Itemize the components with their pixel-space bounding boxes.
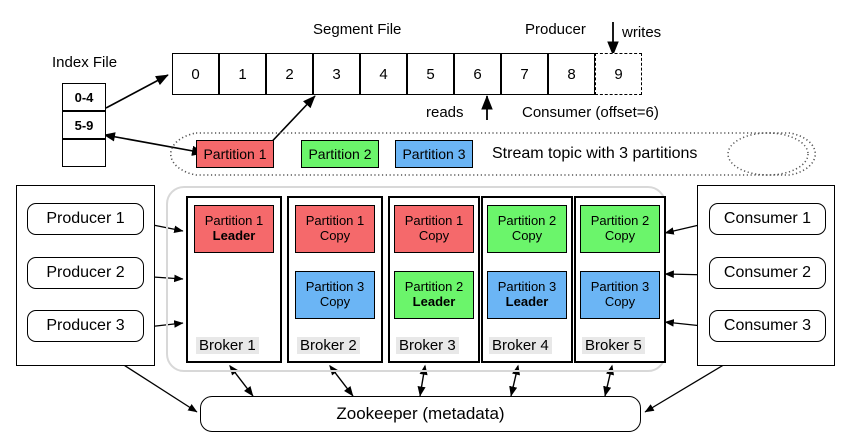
broker-4-name: Broker 4	[489, 337, 552, 354]
segment-cell-7[interactable]: 7	[501, 53, 548, 95]
arrow-index-to-segment	[105, 74, 169, 109]
topic-caption: Stream topic with 3 partitions	[492, 145, 698, 162]
arrow-partition1-to-index	[103, 132, 205, 156]
segment-cell-1[interactable]: 1	[219, 53, 266, 95]
broker-1-replica-1[interactable]: Partition 1 Leader	[194, 205, 274, 253]
broker-4-replica-2[interactable]: Partition 3 Leader	[487, 271, 567, 319]
replica-line2: Leader	[412, 294, 456, 309]
segment-cell-9-pending[interactable]: 9	[595, 53, 642, 95]
segment-cell-2[interactable]: 2	[266, 53, 313, 95]
replica-line2: Copy	[604, 294, 636, 309]
broker-2-replica-2[interactable]: Partition 3 Copy	[295, 271, 375, 319]
consumer-3[interactable]: Consumer 3	[709, 310, 826, 342]
topic-partition-3[interactable]: Partition 3	[395, 140, 473, 168]
replica-line2: Leader	[212, 228, 256, 243]
replica-line1: Partition 3	[305, 279, 365, 295]
replica-line2: Copy	[604, 228, 636, 243]
index-file-label: Index File	[52, 54, 118, 71]
broker-4-replica-1[interactable]: Partition 2 Copy	[487, 205, 567, 253]
segment-cell-0[interactable]: 0	[172, 53, 219, 95]
replica-line1: Partition 3	[497, 279, 557, 295]
consumer-2[interactable]: Consumer 2	[709, 257, 826, 289]
replica-line1: Partition 2	[590, 213, 650, 229]
producer-2[interactable]: Producer 2	[27, 257, 144, 289]
broker-3-name: Broker 3	[396, 337, 459, 354]
broker-3-replica-1[interactable]: Partition 1 Copy	[394, 205, 474, 253]
producer-1[interactable]: Producer 1	[27, 203, 144, 235]
index-entry-0[interactable]: 0-4	[62, 83, 106, 111]
reads-annotation: reads	[426, 104, 464, 121]
replica-line1: Partition 1	[204, 213, 264, 229]
producer-annotation: Producer	[525, 21, 586, 38]
segment-cell-5[interactable]: 5	[407, 53, 454, 95]
consumer-1[interactable]: Consumer 1	[709, 203, 826, 235]
broker-5-name: Broker 5	[582, 337, 645, 354]
index-entry-1[interactable]: 5-9	[62, 111, 106, 139]
broker-2-replica-1[interactable]: Partition 1 Copy	[295, 205, 375, 253]
writes-annotation: writes	[622, 24, 662, 41]
replica-line2: Copy	[319, 228, 351, 243]
segment-cell-3[interactable]: 3	[313, 53, 360, 95]
replica-line1: Partition 1	[404, 213, 464, 229]
broker-3-replica-2[interactable]: Partition 2 Leader	[394, 271, 474, 319]
replica-line1: Partition 3	[590, 279, 650, 295]
replica-line1: Partition 1	[305, 213, 365, 229]
zookeeper-node[interactable]: Zookeeper (metadata)	[200, 396, 641, 432]
topic-partition-1[interactable]: Partition 1	[196, 140, 274, 168]
broker-5-replica-1[interactable]: Partition 2 Copy	[580, 205, 660, 253]
replica-line2: Copy	[511, 228, 543, 243]
replica-line2: Copy	[418, 228, 450, 243]
broker-2-name: Broker 2	[297, 337, 360, 354]
replica-line2: Copy	[319, 294, 351, 309]
producer-3[interactable]: Producer 3	[27, 310, 144, 342]
index-entry-2[interactable]	[62, 139, 106, 167]
replica-line1: Partition 2	[497, 213, 557, 229]
topic-partition-2[interactable]: Partition 2	[301, 140, 379, 168]
replica-line1: Partition 2	[404, 279, 464, 295]
segment-cell-4[interactable]: 4	[360, 53, 407, 95]
broker-1-name: Broker 1	[196, 337, 259, 354]
segment-cell-6[interactable]: 6	[454, 53, 501, 95]
broker-5-replica-2[interactable]: Partition 3 Copy	[580, 271, 660, 319]
replica-line2: Leader	[505, 294, 549, 309]
segment-file-label: Segment File	[313, 21, 402, 38]
segment-cell-8[interactable]: 8	[548, 53, 595, 95]
consumer-offset-annotation: Consumer (offset=6)	[522, 104, 659, 121]
